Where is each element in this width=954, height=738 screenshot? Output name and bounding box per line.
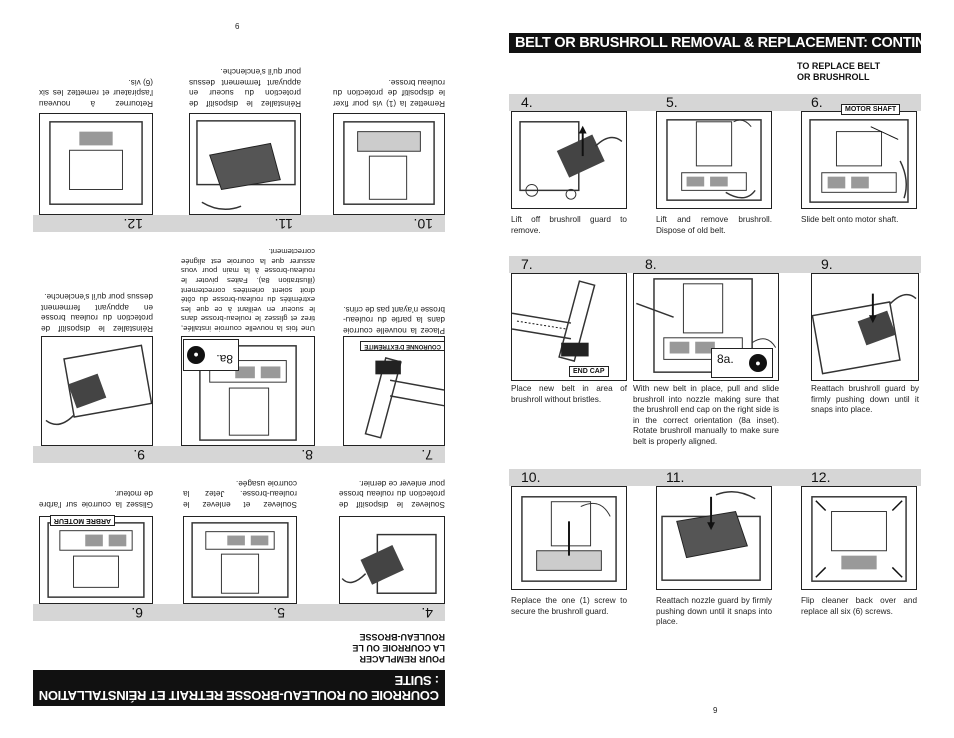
callout-label: COURONNE D'EXTRÉMITÉ bbox=[360, 341, 445, 351]
step-number: 11. bbox=[666, 469, 685, 485]
step-number: 4. bbox=[421, 605, 433, 621]
step-row-strip bbox=[509, 469, 921, 486]
step-5: 5. Lift and remove brushroll. Dispose of… bbox=[654, 94, 776, 244]
step-8-fr: 8. 8a. ● Une fois la nouvelle courroie i… bbox=[175, 243, 325, 463]
step-number: 6. bbox=[811, 94, 823, 110]
vacuum-illustration bbox=[39, 516, 153, 604]
step-caption: Lift and remove brushroll. Dispose of ol… bbox=[656, 215, 772, 235]
inset-label: 8a. bbox=[717, 352, 734, 366]
step-number: 10. bbox=[521, 469, 541, 485]
step-6: 6. MOTOR SHAFT Slide belt onto motor sha… bbox=[799, 94, 921, 244]
step-caption: Reattach nozzle guard by firmly pushing … bbox=[656, 596, 772, 626]
rotation-icon: ● bbox=[749, 354, 767, 372]
vacuum-illustration bbox=[511, 486, 627, 590]
step-number: 11. bbox=[274, 216, 293, 232]
vacuum-illustration bbox=[333, 113, 445, 215]
step-caption: Glissez la courroie sur l'arbre de moteu… bbox=[39, 489, 153, 510]
vacuum-illustration bbox=[511, 111, 627, 209]
rotation-icon: ● bbox=[187, 346, 205, 364]
step-number: 9. bbox=[133, 447, 145, 463]
step-number: 5. bbox=[273, 605, 285, 621]
vacuum-illustration bbox=[656, 111, 772, 209]
step-number: 12. bbox=[123, 216, 143, 232]
left-subhead: POUR REMPLACER LA COURROIE OU LE ROULEAU… bbox=[352, 632, 445, 664]
callout-label: MOTOR SHAFT bbox=[841, 104, 901, 115]
callout-label: END CAP bbox=[569, 366, 609, 377]
step-row-strip bbox=[509, 256, 921, 273]
step-caption: Soulevez le dispositif de protection du … bbox=[339, 479, 445, 509]
step-number: 5. bbox=[666, 94, 678, 110]
step-5-fr: 5. Soulevez et enlevez le rouleau-brosse… bbox=[177, 471, 297, 621]
vacuum-illustration bbox=[656, 486, 772, 590]
vacuum-illustration bbox=[339, 516, 445, 604]
page-number-left: 6 bbox=[235, 22, 240, 31]
right-page-title: BELT OR BRUSHROLL REMOVAL & REPLACEMENT:… bbox=[509, 33, 954, 53]
brushroll-illustration bbox=[343, 336, 445, 446]
step-caption: Replace the one (1) screw to secure the … bbox=[511, 596, 627, 616]
vacuum-illustration bbox=[801, 486, 917, 590]
step-number: 8. bbox=[301, 447, 313, 463]
brushroll-illustration bbox=[511, 273, 627, 381]
step-12-fr: 12. Retournez à nouveau l'aspirateur et … bbox=[33, 52, 155, 232]
step-6-fr: 6. ARBRE MOTEUR Glissez la courroie sur … bbox=[33, 471, 155, 621]
step-caption: Placez la nouvelle courroie dans la part… bbox=[343, 305, 445, 335]
left-page-title: COURROIE OU ROULEAU-BROSSE RETRAIT ET RÉ… bbox=[33, 670, 445, 706]
step-number: 7. bbox=[421, 447, 433, 463]
step-number: 4. bbox=[521, 94, 533, 110]
step-caption: Place new belt in area of brushroll with… bbox=[511, 384, 627, 404]
step-number: 9. bbox=[821, 256, 833, 272]
step-number: 6. bbox=[131, 605, 143, 621]
vacuum-illustration bbox=[39, 113, 153, 215]
step-10: 10. Replace the one (1) screw to secure … bbox=[509, 469, 631, 639]
vacuum-illustration bbox=[183, 516, 297, 604]
step-11-fr: 11. Réinstallez le dispositif de protect… bbox=[181, 52, 305, 232]
step-caption: Lift off brushroll guard to remove. bbox=[511, 215, 627, 235]
step-9: 9. Reattach brushroll guard by firmly pu… bbox=[809, 256, 921, 456]
step-caption: Soulevez et enlevez le rouleau-brosse. J… bbox=[183, 479, 297, 509]
step-7: 7. END CAP Place new belt in area of bru… bbox=[509, 256, 631, 456]
inset-label: 8a. bbox=[216, 352, 233, 366]
step-7-fr: 7. COURONNE D'EXTRÉMITÉ Placez la nouvel… bbox=[315, 243, 445, 463]
step-11: 11. Reattach nozzle guard by firmly push… bbox=[654, 469, 776, 639]
page-number-right: 9 bbox=[713, 706, 718, 715]
step-caption: Reattach brushroll guard by firmly pushi… bbox=[811, 384, 919, 414]
step-number: 10. bbox=[413, 216, 433, 232]
right-subhead: TO REPLACE BELT OR BRUSHROLL bbox=[797, 61, 881, 82]
callout-label: ARBRE MOTEUR bbox=[49, 515, 115, 526]
step-caption: Réinstallez le dispositif de protection … bbox=[41, 292, 153, 334]
step-row-strip bbox=[509, 94, 921, 111]
step-number: 7. bbox=[521, 256, 533, 272]
step-caption: Flip cleaner back over and replace all s… bbox=[801, 596, 917, 616]
step-caption: With new belt in place, pull and slide b… bbox=[633, 384, 779, 446]
step-caption: Retournez à nouveau l'aspirateur et reme… bbox=[39, 78, 153, 108]
step-caption: Réinstallez le dispositif de protection … bbox=[189, 67, 301, 109]
step-caption: Slide belt onto motor shaft. bbox=[801, 215, 899, 224]
vacuum-illustration bbox=[801, 111, 917, 209]
vacuum-illustration bbox=[811, 273, 919, 381]
left-page-rotated: COURROIE OU ROULEAU-BROSSE RETRAIT ET RÉ… bbox=[33, 33, 445, 706]
step-number: 12. bbox=[811, 469, 831, 485]
vacuum-illustration bbox=[189, 113, 301, 215]
step-4: 4. Lift off brushroll guard to remove. bbox=[509, 94, 631, 244]
step-8: 8. 8a. ● With new belt in place, pull an… bbox=[631, 256, 781, 456]
step-4-fr: 4. Soulevez le dispositif de protection … bbox=[315, 471, 445, 621]
vacuum-illustration bbox=[181, 336, 315, 446]
step-10-fr: 10. Remettez la (1) vis pour fixer le di… bbox=[325, 52, 445, 232]
step-caption: Une fois la nouvelle courroie installée,… bbox=[181, 247, 315, 333]
step-9-fr: 9. Réinstallez le dispositif de protecti… bbox=[33, 243, 157, 463]
step-caption: Remettez la (1) vis pour fixer le dispos… bbox=[333, 78, 445, 108]
vacuum-illustration bbox=[41, 336, 153, 446]
step-number: 8. bbox=[645, 256, 657, 272]
step-12: 12. Flip cleaner back over and replace a… bbox=[799, 469, 921, 639]
